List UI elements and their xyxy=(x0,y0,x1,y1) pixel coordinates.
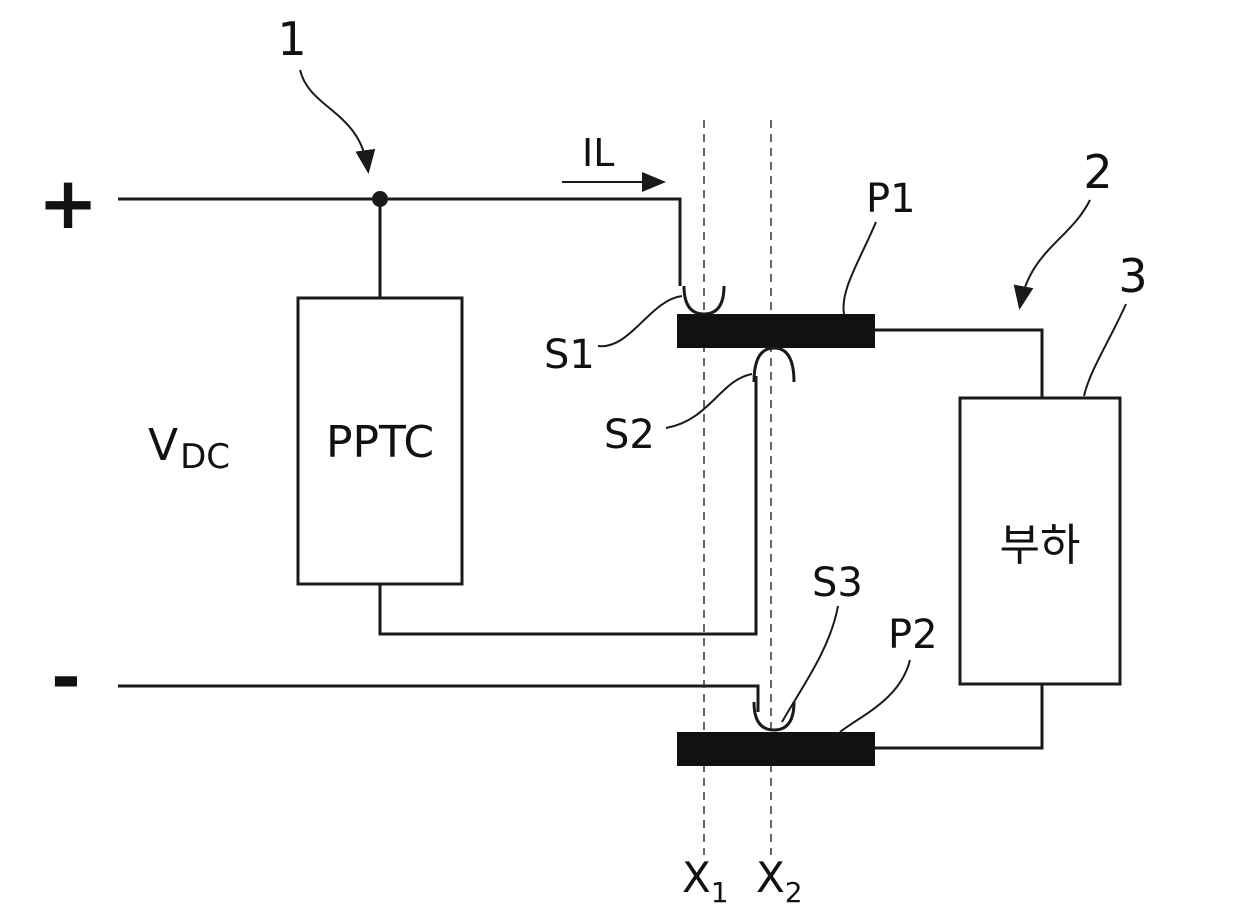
plate-p1 xyxy=(677,314,875,348)
axis-x1-label: X1 xyxy=(682,853,729,909)
positive-wire xyxy=(118,199,680,286)
s1-leader xyxy=(598,296,682,346)
p2-leader xyxy=(840,660,910,732)
load-bottom-wire xyxy=(875,684,1042,748)
s3-label: S3 xyxy=(812,560,863,606)
ref-1-leader xyxy=(300,70,368,170)
current-label: IL xyxy=(582,131,614,175)
vdc-label: VDC xyxy=(148,420,230,477)
s2-leader xyxy=(666,374,752,428)
vdc-sub: DC xyxy=(180,437,230,477)
pptc-label: PPTC xyxy=(326,417,434,468)
s1-label: S1 xyxy=(544,332,595,378)
axis-x2-main: X xyxy=(756,853,785,902)
ref-3-label: 3 xyxy=(1118,249,1147,303)
axis-x1-main: X xyxy=(682,853,711,902)
ref-3-leader xyxy=(1084,304,1126,396)
contact-s3 xyxy=(754,702,794,730)
axis-x2-label: X2 xyxy=(756,853,803,909)
minus-terminal-label: - xyxy=(51,635,81,719)
load-label: 부하 xyxy=(1000,520,1081,571)
plate-p2 xyxy=(677,732,875,766)
plus-terminal-label: + xyxy=(38,161,98,245)
p1-label: P1 xyxy=(866,176,916,222)
s3-leader xyxy=(782,606,838,722)
negative-wire xyxy=(118,686,758,712)
vdc-main: V xyxy=(148,420,178,471)
p2-label: P2 xyxy=(888,612,938,658)
s2-label: S2 xyxy=(604,412,655,458)
p1-leader xyxy=(843,222,876,314)
ref-2-leader xyxy=(1020,200,1090,306)
load-top-wire xyxy=(875,330,1042,398)
axis-x1-sub: 1 xyxy=(711,876,729,909)
ref-2-label: 2 xyxy=(1083,145,1112,199)
ref-1-label: 1 xyxy=(277,12,306,66)
contact-s2 xyxy=(754,348,794,382)
axis-x2-sub: 2 xyxy=(785,876,803,909)
